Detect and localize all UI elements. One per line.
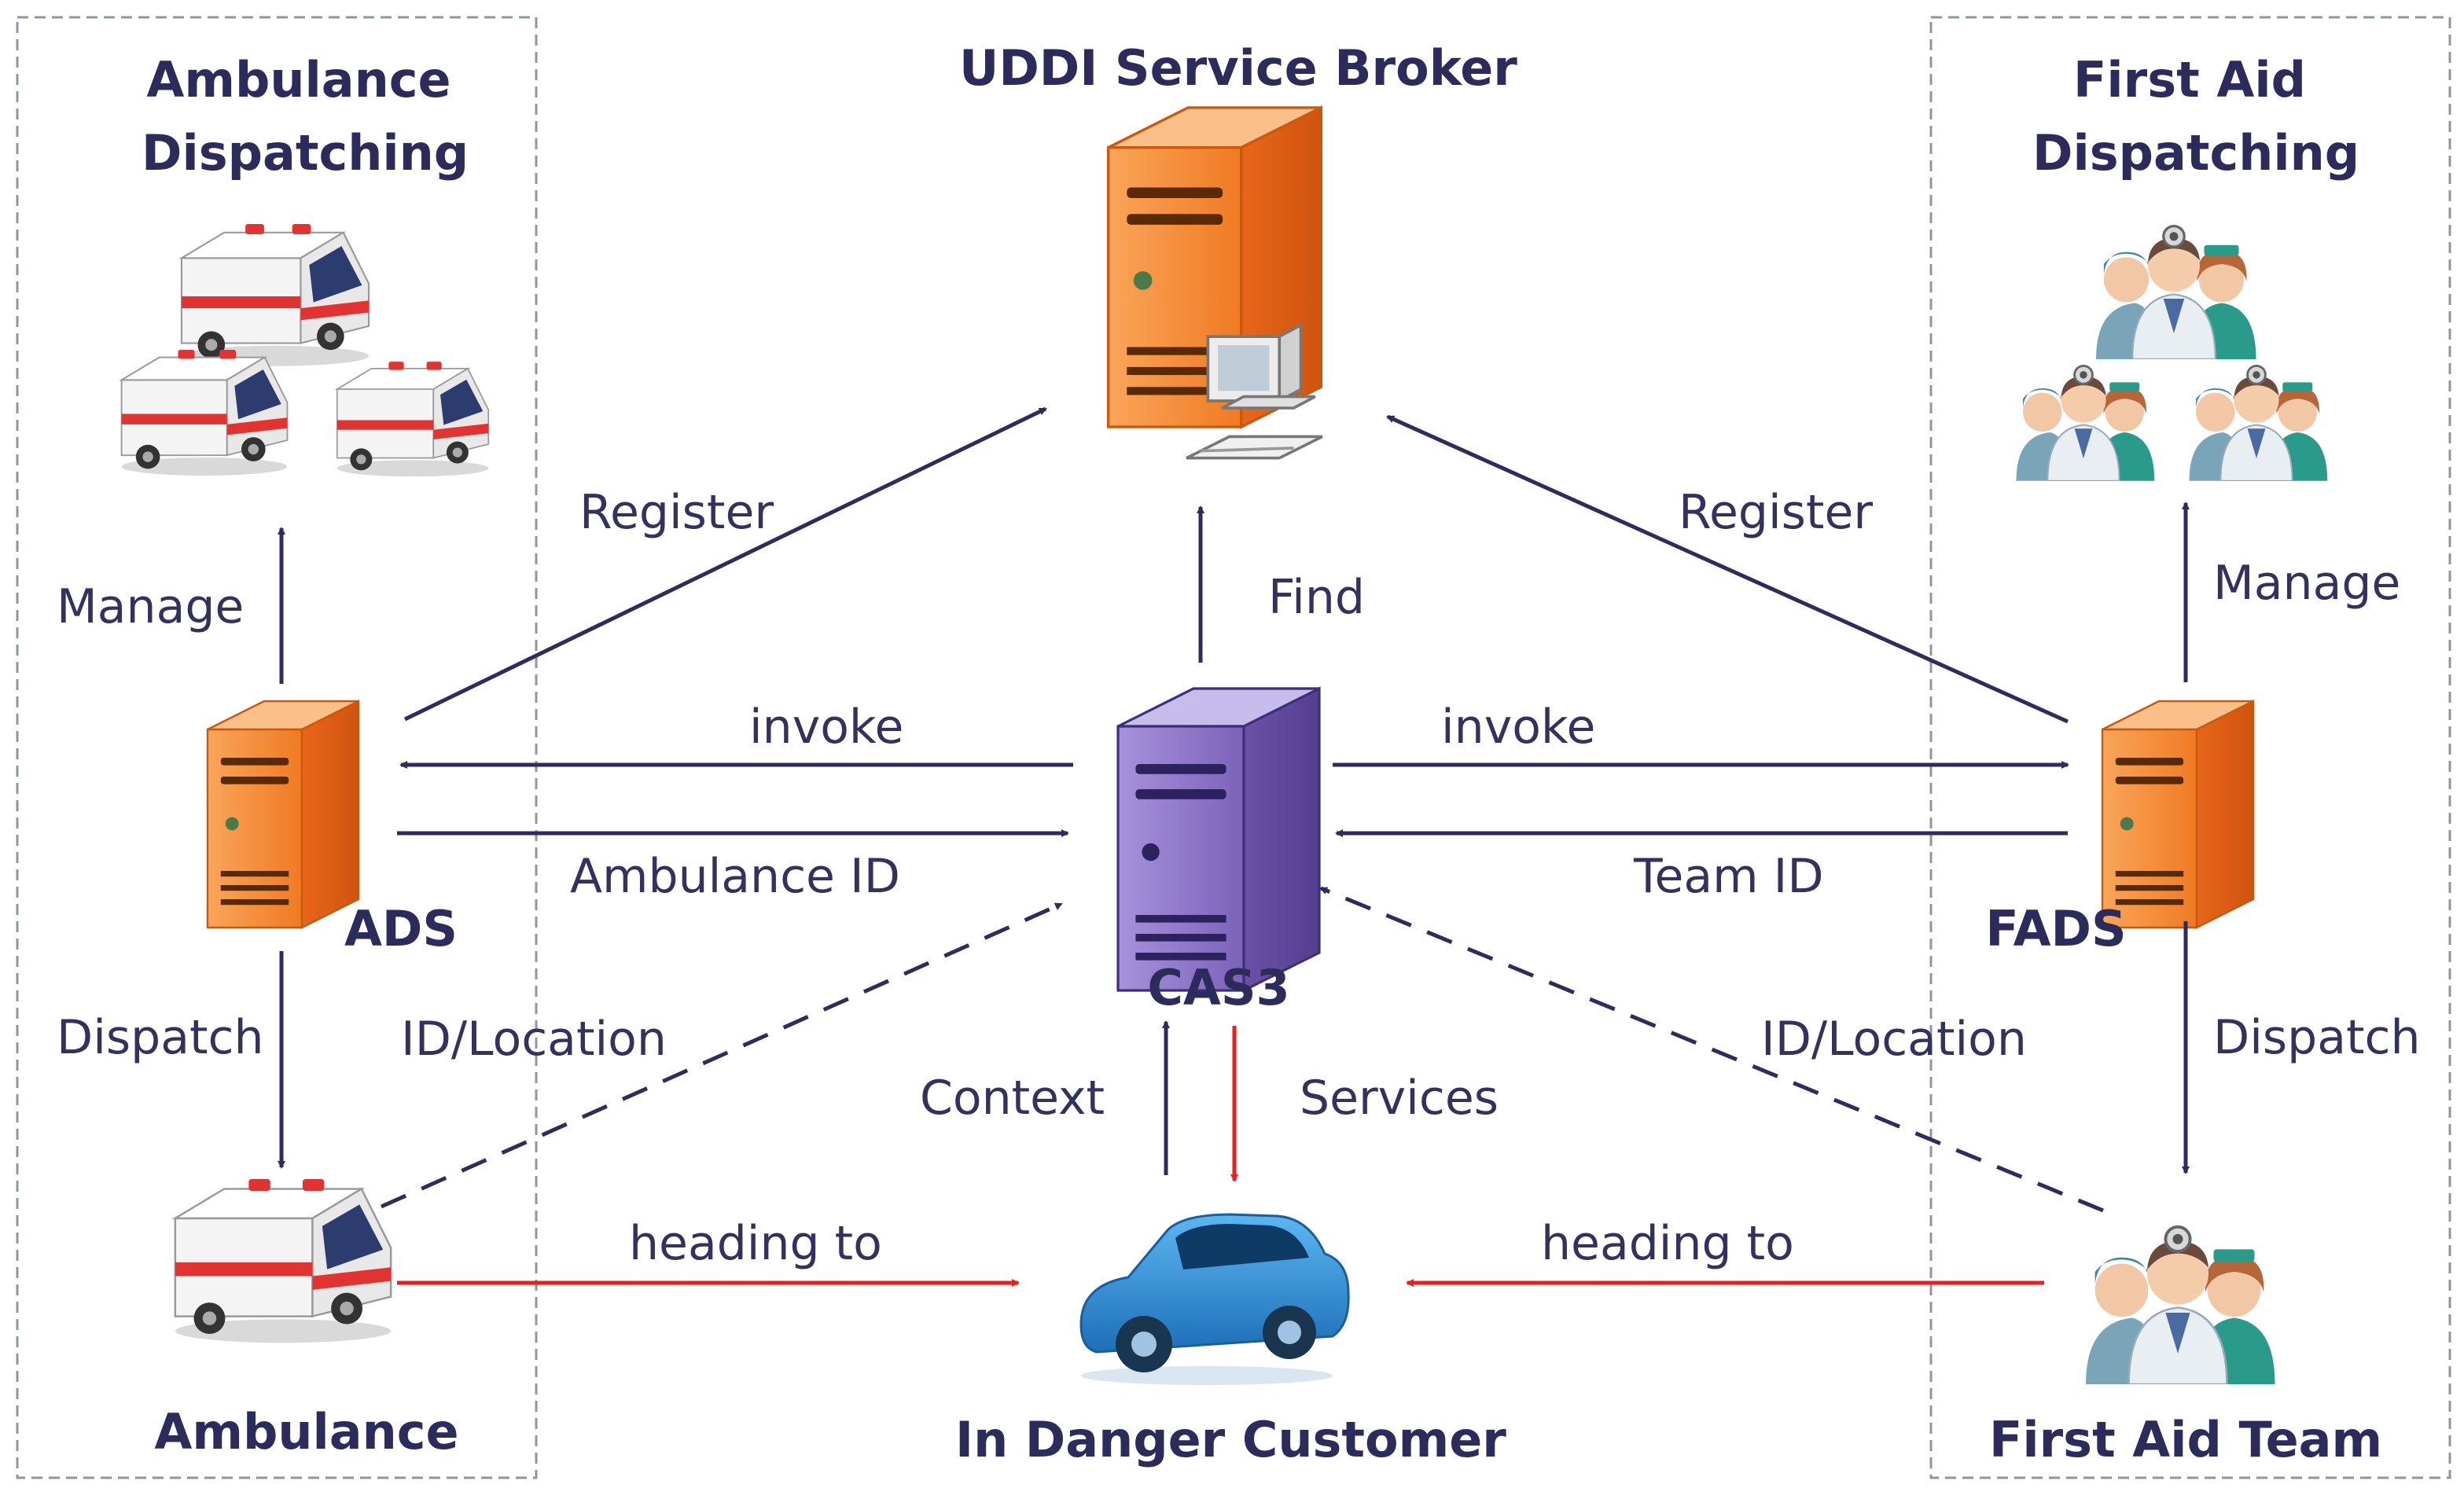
heading-to-left-label: heading to: [629, 1216, 882, 1271]
ambulance-dispatching-group-box: [16, 16, 538, 1479]
medical-team-icon-2: [2015, 365, 2156, 481]
id-location-right-arrow: [1319, 886, 2104, 1213]
register-right-label: Register: [1679, 485, 1874, 540]
first-aid-team-icon: [2084, 1225, 2277, 1384]
register-left-arrow: [403, 406, 1047, 722]
medical-team-icon-3: [2188, 365, 2329, 481]
ambulance-fleet-icon-3: [336, 362, 490, 478]
id-location-left-arrow: [380, 902, 1063, 1209]
medical-team-icon-1: [2094, 224, 2258, 359]
car-icon: [1079, 1213, 1350, 1385]
fads-label: FADS: [1985, 900, 2127, 957]
manage-right-label: Manage: [2213, 556, 2401, 611]
team-id-label: Team ID: [1634, 849, 1824, 904]
dispatch-left-label: Dispatch: [57, 1010, 264, 1065]
dispatch-right-label: Dispatch: [2213, 1010, 2421, 1065]
manage-left-label: Manage: [57, 579, 245, 634]
ambulance-fleet-icon-2: [120, 350, 289, 477]
ambulance-fleet-icon-1: [180, 224, 370, 367]
find-label: Find: [1268, 570, 1365, 625]
ambulance-dispatching-title: Ambulance Dispatching: [142, 51, 469, 182]
invoke-right-label: invoke: [1441, 700, 1596, 755]
ambulance-id-label: Ambulance ID: [570, 849, 900, 904]
first-aid-team-label: First Aid Team: [1989, 1411, 2383, 1468]
id-location-left-label: ID/Location: [401, 1012, 667, 1067]
ambulance-label: Ambulance: [154, 1403, 459, 1460]
first-aid-dispatching-group-box: [1929, 16, 2451, 1479]
in-danger-customer-label: In Danger Customer: [955, 1411, 1506, 1468]
cas3-label: CAS3: [1147, 959, 1290, 1016]
register-left-label: Register: [579, 485, 774, 540]
id-location-right-label: ID/Location: [1761, 1012, 2027, 1067]
register-right-arrow: [1386, 414, 2069, 724]
invoke-left-label: invoke: [749, 700, 904, 755]
cas3-server-icon: [1116, 687, 1321, 992]
ambulance-icon: [174, 1179, 392, 1344]
ads-label: ADS: [344, 900, 458, 957]
context-label: Context: [920, 1071, 1105, 1126]
services-label: Services: [1300, 1071, 1499, 1126]
uddi-service-broker-label: UDDI Service Broker: [959, 39, 1517, 97]
first-aid-dispatching-title: First Aid Dispatching: [2032, 51, 2360, 182]
heading-to-right-label: heading to: [1541, 1216, 1794, 1271]
